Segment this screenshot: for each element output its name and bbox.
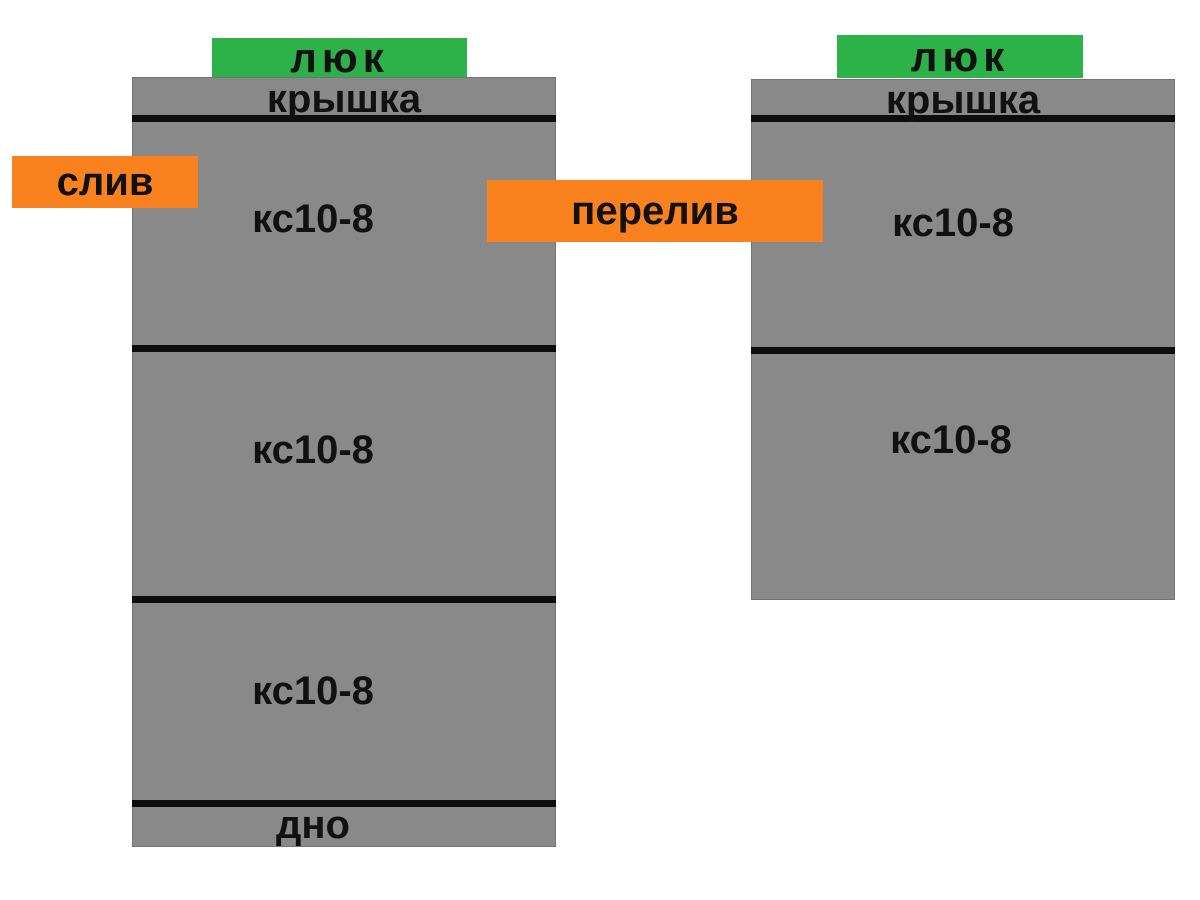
left-tank: крышка кс10-8 кс10-8 кс10-8 дно [132,77,556,847]
left-ring1-joint-line [132,345,556,352]
right-ring2-label: кс10-8 [890,418,1012,462]
left-ring3-label: кс10-8 [252,669,374,713]
right-ring1-joint-line [751,347,1175,354]
left-ring1-label: кс10-8 [252,197,374,241]
drain-pipe-badge: слив [12,156,198,208]
right-hatch-badge: люк [837,35,1083,78]
left-ring3-joint-line [132,800,556,807]
overflow-pipe-badge: перелив [487,180,823,242]
right-cover-joint-line [751,115,1175,122]
right-hatch-label: люк [910,32,1010,80]
right-ring1-label: кс10-8 [892,201,1014,245]
right-cover-label: крышка [885,78,1041,122]
left-cover-label: крышка [266,77,422,121]
left-hatch-badge: люк [212,33,467,81]
left-cover-joint-line [132,115,556,122]
left-hatch-label: люк [290,33,389,81]
right-tank: крышка кс10-8 кс10-8 [751,79,1175,600]
overflow-label: перелив [571,189,739,233]
left-ring2-label: кс10-8 [252,428,374,472]
left-ring2-joint-line [132,596,556,603]
drain-label: слив [56,160,154,204]
left-bottom-label: дно [276,803,350,847]
